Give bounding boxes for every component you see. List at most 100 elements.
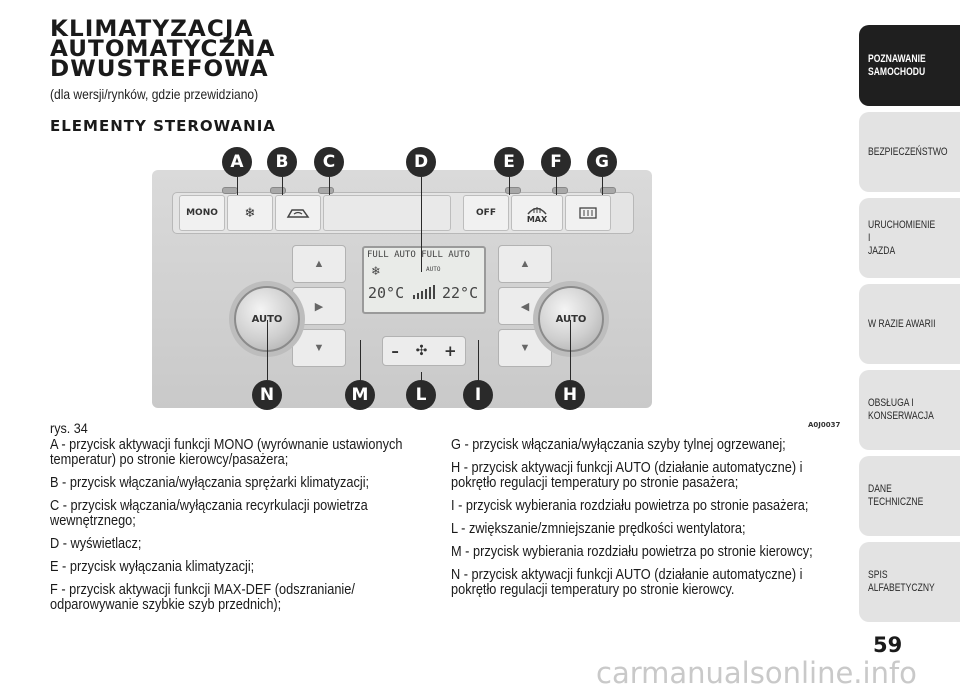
sidebar-tab-obsluga[interactable]: OBSŁUGA I KONSERWACJA: [859, 370, 960, 450]
sidebar-tab-label: POZNAWANIE SAMOCHODU: [868, 52, 926, 78]
driver-temp-down: ▼: [292, 329, 346, 367]
snowflake-icon: ❄: [244, 205, 256, 221]
legend-item-b: B - przycisk włączania/wyłączania spręża…: [50, 475, 370, 491]
leader-l: [421, 372, 422, 382]
triangle-right-icon: ▶: [314, 300, 324, 313]
sidebar-tab-label: SPIS ALFABETYCZNY: [868, 569, 935, 594]
legend-item-c: C - przycisk włączania/wyłączania recyrk…: [50, 498, 368, 529]
legend-left: A - przycisk aktywacji funkcji MONO (wyr…: [50, 438, 430, 621]
legend-item-e: E - przycisk wyłączania klimatyzacji;: [50, 559, 255, 575]
display-mode-row: FULL AUTO FULL AUTO: [367, 250, 470, 260]
callout-i: I: [463, 380, 493, 410]
off-label: OFF: [476, 208, 496, 218]
legend-item-i: I - przycisk wybierania rozdziału powiet…: [451, 498, 809, 514]
display-temp-right: 22°C: [442, 284, 479, 302]
display-full-auto-right: FULL AUTO: [421, 250, 470, 260]
recirculation-icon: [286, 209, 310, 218]
sidebar-tab-awarii[interactable]: W RAZIE AWARII: [859, 284, 960, 364]
sidebar-tab-dane[interactable]: DANE TECHNICZNE: [859, 456, 960, 536]
leader-n: [267, 320, 268, 380]
page-title: KLIMATYZACJA AUTOMATYCZNA DWUSTREFOWA: [50, 19, 276, 82]
callout-c: C: [314, 147, 344, 177]
led-f: [552, 187, 568, 194]
triangle-up-icon: ▲: [519, 258, 531, 270]
chapter-sidebar: POZNAWANIE SAMOCHODU BEZPIECZEŃSTWO URUC…: [859, 25, 960, 628]
sidebar-tab-poznawanie[interactable]: POZNAWANIE SAMOCHODU: [859, 25, 960, 106]
display-auto-indicator: AUTO: [426, 266, 441, 273]
climate-panel-figure: MONO ❄ OFF MAX ▲ ▶ ▼ ▲ ◀ ▼ AU: [140, 140, 670, 412]
legend-item-d: D - wyświetlacz;: [50, 536, 142, 552]
legend-item-l: L - zwiększanie/zmniejszanie prędkości w…: [451, 521, 746, 537]
leader-e: [509, 177, 510, 195]
led-b: [270, 187, 286, 194]
callout-h: H: [555, 380, 585, 410]
triangle-left-icon: ◀: [520, 300, 530, 313]
driver-temp-up: ▲: [292, 245, 346, 283]
watermark: carmanualsonline.info: [596, 656, 917, 690]
legend-item-a: A - przycisk aktywacji funkcji MONO (wyr…: [50, 437, 403, 468]
fan-minus: –: [391, 342, 399, 360]
sidebar-tab-label: DANE TECHNICZNE: [868, 483, 924, 508]
leader-i: [478, 340, 479, 382]
driver-knob-label: AUTO: [251, 313, 283, 325]
legend-item-g: G - przycisk włączania/wyłączania szyby …: [451, 437, 786, 453]
callout-a: A: [222, 147, 252, 177]
legend-item-m: M - przycisk wybierania rozdziału powiet…: [451, 544, 813, 560]
driver-airflow-middle: ▶: [292, 287, 346, 325]
display-frame-top: [323, 195, 451, 231]
leader-g: [602, 177, 603, 195]
callout-b: B: [267, 147, 297, 177]
triangle-down-icon: ▼: [313, 342, 325, 354]
callout-e: E: [494, 147, 524, 177]
sidebar-tab-label: BEZPIECZEŃSTWO: [868, 145, 948, 158]
max-label: MAX: [526, 214, 548, 224]
title-line-3: DWUSTREFOWA: [50, 57, 269, 82]
callout-f: F: [541, 147, 571, 177]
sidebar-tab-bezpieczenstwo[interactable]: BEZPIECZEŃSTWO: [859, 112, 960, 192]
callout-m: M: [345, 380, 375, 410]
climate-display: FULL AUTO FULL AUTO ❄ AUTO 20°C 22°C: [362, 246, 486, 314]
fan-level-bars: [413, 285, 435, 299]
sidebar-tab-label: W RAZIE AWARII: [868, 317, 936, 330]
sidebar-tab-label: URUCHOMIENIE I JAZDA: [868, 218, 936, 257]
leader-b: [282, 177, 283, 195]
led-e: [505, 187, 521, 194]
windshield-defrost-icon: [527, 206, 547, 214]
callout-g: G: [587, 147, 617, 177]
figure-code: A0J0037: [808, 421, 841, 429]
passenger-auto-knob: AUTO: [538, 286, 604, 352]
callout-n: N: [252, 380, 282, 410]
leader-f: [556, 177, 557, 195]
page-number: 59: [873, 633, 903, 657]
section-heading: ELEMENTY STEROWANIA: [50, 117, 276, 135]
fan-plus: +: [444, 342, 457, 360]
top-button-row: MONO ❄ OFF MAX: [172, 192, 634, 234]
figure-caption: rys. 34: [50, 420, 88, 436]
rear-defrost-icon: [579, 207, 597, 219]
sidebar-tab-spis[interactable]: SPIS ALFABETYCZNY: [859, 542, 960, 622]
recirculation-button: [275, 195, 321, 231]
triangle-up-icon: ▲: [313, 258, 325, 270]
passenger-temp-up: ▲: [498, 245, 552, 283]
ac-off-button: OFF: [463, 195, 509, 231]
callout-d: D: [406, 147, 436, 177]
rear-window-button: [565, 195, 611, 231]
legend-item-f: F - przycisk aktywacji funkcji MAX-DEF (…: [50, 582, 355, 613]
fan-icon: ✣: [415, 343, 428, 359]
leader-a: [237, 177, 238, 195]
sidebar-tab-uruchomienie[interactable]: URUCHOMIENIE I JAZDA: [859, 198, 960, 278]
mono-button: MONO: [179, 195, 225, 231]
leader-d: [421, 177, 422, 272]
leader-h: [570, 320, 571, 380]
mono-label: MONO: [186, 208, 218, 218]
control-panel: MONO ❄ OFF MAX ▲ ▶ ▼ ▲ ◀ ▼ AU: [152, 170, 652, 408]
led-a: [222, 187, 238, 194]
passenger-knob-label: AUTO: [555, 313, 587, 325]
legend-item-n: N - przycisk aktywacji funkcji AUTO (dzi…: [451, 567, 803, 598]
legend-item-h: H - przycisk aktywacji funkcji AUTO (dzi…: [451, 460, 803, 491]
led-c: [318, 187, 334, 194]
legend-right: G - przycisk włączania/wyłączania szyby …: [451, 438, 841, 606]
display-temp-left: 20°C: [368, 284, 405, 302]
title-line-2: AUTOMATYCZNA: [50, 37, 276, 62]
fan-speed-control: – ✣ +: [382, 336, 466, 366]
